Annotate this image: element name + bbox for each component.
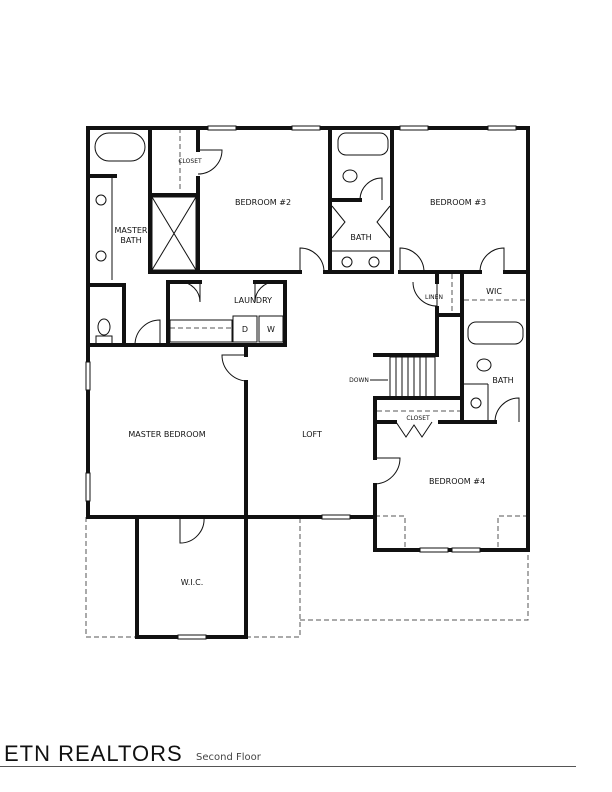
label-wic-master: W.I.C. bbox=[181, 578, 204, 587]
dryer-icon bbox=[232, 315, 258, 343]
fixtures bbox=[94, 132, 524, 420]
room-labels: CLOSET BEDROOM #2 BATH BEDROOM #3 MASTER… bbox=[115, 158, 514, 587]
realtor-logo-watermark: ETN REALTORS bbox=[4, 741, 183, 766]
label-bedroom2: BEDROOM #2 bbox=[235, 198, 291, 207]
label-closet-bed4: CLOSET bbox=[406, 415, 430, 422]
tub-icon bbox=[467, 321, 524, 345]
label-washer: W bbox=[267, 325, 275, 334]
shower-icon bbox=[151, 196, 197, 271]
sink-icon bbox=[470, 397, 482, 409]
label-bedroom4: BEDROOM #4 bbox=[429, 477, 485, 486]
windows bbox=[85, 125, 517, 640]
washer-icon bbox=[258, 315, 284, 343]
doors bbox=[134, 149, 520, 544]
label-linen: LINEN bbox=[425, 294, 443, 301]
tub-icon bbox=[94, 132, 146, 162]
sink-icon bbox=[95, 194, 107, 206]
toilet-icon bbox=[476, 358, 492, 372]
label-dryer: D bbox=[242, 325, 248, 334]
label-closet-top: CLOSET bbox=[178, 158, 202, 165]
label-bath-hall: BATH bbox=[350, 233, 371, 242]
label-master-bath-1: MASTER bbox=[115, 226, 148, 235]
sink-icon bbox=[95, 250, 107, 262]
label-laundry: LAUNDRY bbox=[234, 296, 272, 305]
label-bath-bed4: BATH bbox=[492, 376, 513, 385]
label-master-bedroom: MASTER BEDROOM bbox=[128, 430, 205, 439]
floor-caption: Second Floor bbox=[196, 752, 261, 763]
label-loft: LOFT bbox=[302, 430, 322, 439]
sink-icon bbox=[368, 256, 380, 268]
tub-icon bbox=[337, 132, 389, 156]
walls bbox=[86, 126, 530, 639]
sink-icon bbox=[341, 256, 353, 268]
label-bedroom3: BEDROOM #3 bbox=[430, 198, 486, 207]
label-master-bath-2: BATH bbox=[120, 236, 141, 245]
toilet-icon bbox=[342, 169, 358, 183]
stairs bbox=[370, 356, 436, 398]
toilet-icon bbox=[97, 318, 111, 336]
label-down: DOWN bbox=[349, 377, 369, 384]
label-wic-bed3: WIC bbox=[486, 287, 502, 296]
footer-rule bbox=[0, 746, 576, 767]
